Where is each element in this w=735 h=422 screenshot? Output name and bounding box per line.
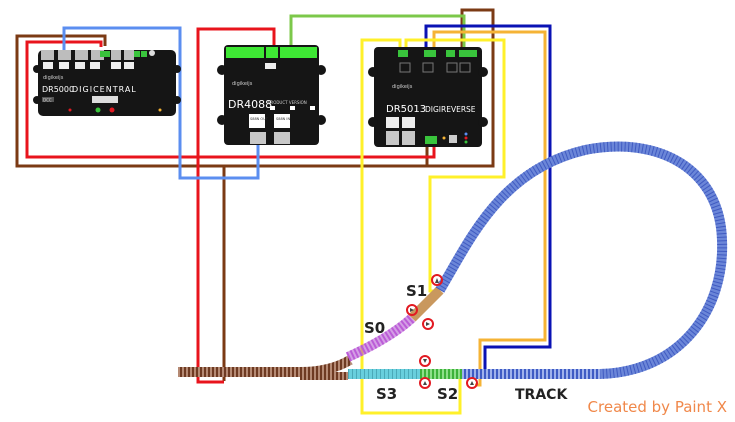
dr4088-model: DR4088 [228,98,272,111]
sensor-marker[interactable] [419,355,431,367]
wire-brown-main [15,8,495,168]
sensor-marker[interactable] [422,318,434,330]
sensor-marker[interactable] [419,377,431,389]
wire-red-dr4088 [196,27,276,157]
wire-red-track [196,157,224,384]
wire-yellow-outer [360,38,462,415]
dr4088-subtitle: PRODUCT VERSION [268,100,307,105]
label-track: TRACK [515,387,568,403]
wires [15,8,552,415]
wire-yellow-inner [404,38,506,293]
dr5013-brand: digikeijs [392,84,413,90]
wire-red-main [25,40,436,159]
sensor-marker[interactable] [431,274,443,286]
dr5013-model: DR5013 [386,104,426,115]
wire-orange [432,30,547,387]
dr5000-brand: digikeijs [43,75,64,81]
sensor-marker[interactable] [406,304,418,316]
dr5000-badge: DCC [43,98,52,103]
wire-blue-s88 [62,26,260,180]
label-s0: S0 [364,319,385,337]
credit-text: Created by Paint X [587,398,727,416]
track-layout [178,141,728,380]
dr4088-port-in: S88N IN [276,117,290,121]
sensor-marker[interactable] [466,377,478,389]
dr4088-brand: digikeijs [232,81,253,87]
label-s2: S2 [437,385,458,403]
sensors [406,274,478,389]
device-dr4088[interactable]: digikeijs DR4088 PRODUCT VERSION S88N OU… [217,45,326,145]
wire-navy [424,24,552,372]
device-dr5013[interactable]: digikeijs DR5013 DIGIREVERSE [368,47,488,147]
label-s1: S1 [406,282,427,300]
dr5013-name: DIGIREVERSE [425,105,476,114]
track-lead [178,355,353,377]
device-dr5000[interactable]: digikeijs DR5000 DIGICENTRAL DCC [33,50,181,116]
dr5000-name: DIGICENTRAL [72,85,137,94]
label-s3: S3 [376,385,397,403]
dr4088-port-out: S88N OUT [250,117,269,121]
dr5000-model: DR5000 [42,85,74,94]
